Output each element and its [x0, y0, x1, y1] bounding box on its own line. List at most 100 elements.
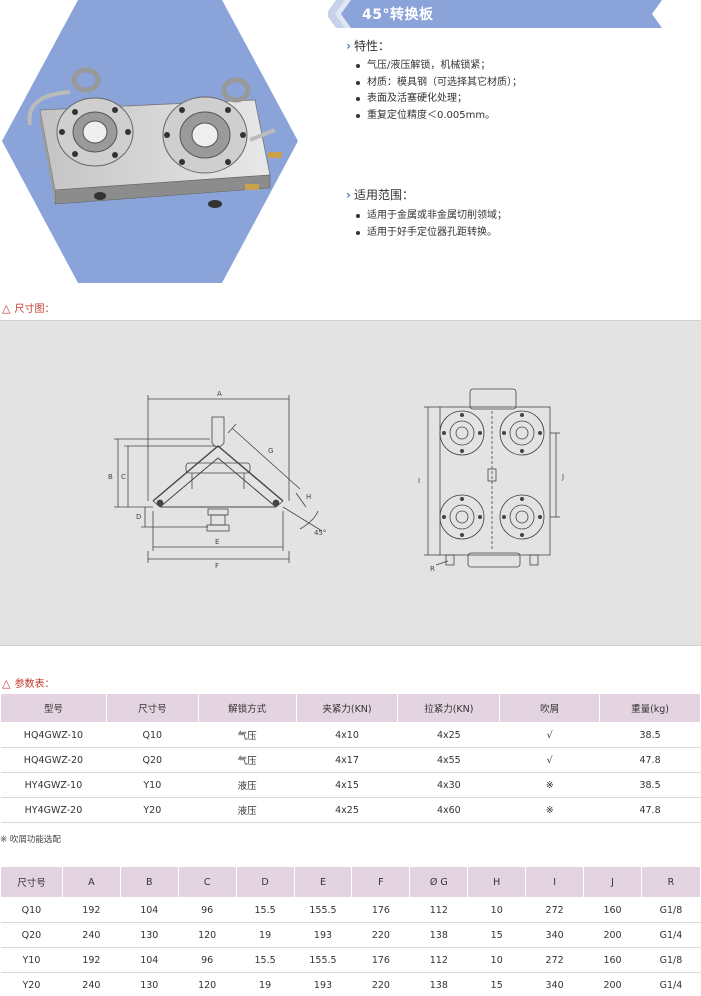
table-cell: 104 [120, 897, 179, 923]
column-header: 重量(kg) [599, 693, 701, 723]
table-cell: 155.5 [294, 947, 352, 973]
table-cell: 120 [178, 972, 237, 996]
column-header: Ø G [409, 866, 469, 898]
column-header: H [467, 866, 527, 898]
top-view: I J R [418, 388, 564, 573]
table-cell: 240 [62, 972, 121, 996]
table-cell: 160 [583, 947, 642, 973]
dimension-heading: △尺寸图： [2, 302, 55, 315]
dim-label-b: B [108, 473, 113, 481]
dim-label-r: R [430, 565, 435, 573]
list-item: 适用于金属或非金属切削领域； [355, 208, 507, 225]
table-cell: 120 [178, 922, 237, 948]
dimension-drawing: A B C [0, 320, 701, 646]
list-item: 重复定位精度＜0.005mm。 [355, 108, 522, 125]
table-cell: 192 [62, 897, 121, 923]
params-table: 型号 尺寸号 解锁方式 夹紧力(KN) 拉紧力(KN) 吹屑 重量(kg) HQ… [0, 693, 701, 823]
table-cell: 176 [351, 897, 410, 923]
table-cell: 272 [525, 947, 584, 973]
product-title: 45°转换板 [362, 7, 434, 23]
table-cell: 138 [409, 972, 468, 996]
dim-label-g: G [268, 447, 273, 455]
table-header-row: 型号 尺寸号 解锁方式 夹紧力(KN) 拉紧力(KN) 吹屑 重量(kg) [0, 693, 701, 723]
list-item: 材质：模具钢（可选择其它材质）； [355, 75, 522, 92]
dim-label-a: A [217, 390, 222, 398]
table-cell: 130 [120, 972, 179, 996]
features-list: 气压/液压解锁，机械锁紧； 材质：模具钢（可选择其它材质）； 表面及活塞硬化处理… [355, 58, 522, 124]
table-cell: 15.5 [236, 897, 295, 923]
column-header: D [235, 866, 295, 898]
table-cell: 104 [120, 947, 179, 973]
table-cell: 192 [62, 947, 121, 973]
table-cell: 10 [467, 947, 526, 973]
table-cell: G1/8 [641, 947, 701, 973]
table-cell: 19 [236, 922, 295, 948]
blow-chip-note: ※ 吹屑功能选配 [0, 835, 61, 845]
column-header: 尺寸号 [105, 693, 199, 723]
table-cell: 220 [351, 922, 410, 948]
table-cell: G1/4 [641, 922, 701, 948]
column-header: E [293, 866, 353, 898]
triangle-icon: △ [2, 677, 11, 690]
title-bar: 45°转换板 [328, 0, 662, 28]
table-cell: 130 [120, 922, 179, 948]
column-header: J [583, 866, 642, 898]
table-cell: 340 [525, 972, 584, 996]
table-cell: Q20 [0, 922, 63, 948]
table-cell: 112 [409, 947, 468, 973]
column-header: 尺寸号 [0, 866, 63, 898]
column-header: C [177, 866, 237, 898]
table-cell: 200 [583, 922, 642, 948]
dim-label-h: H [306, 493, 311, 501]
table-cell: G1/8 [641, 897, 701, 923]
dim-label-f: F [215, 562, 219, 570]
table-cell: 193 [294, 922, 352, 948]
table-cell: 340 [525, 922, 584, 948]
column-header: 吹屑 [499, 693, 601, 723]
dim-label-e: E [215, 538, 219, 546]
dim-label-j: J [561, 473, 564, 481]
hexagon-frame [2, 0, 298, 283]
table-cell: 96 [178, 947, 237, 973]
table-cell: 15.5 [236, 947, 295, 973]
column-header: 夹紧力(KN) [295, 693, 399, 723]
column-header: R [640, 866, 701, 898]
dim-label-d: D [136, 513, 141, 521]
column-header: A [61, 866, 121, 898]
table-cell: Q10 [0, 897, 63, 923]
dim-label-i: I [418, 477, 420, 485]
side-view: A B C [108, 390, 326, 570]
triangle-icon: △ [2, 302, 11, 315]
table-cell: 176 [351, 947, 410, 973]
table-cell: 19 [236, 972, 295, 996]
list-item: 适用于好手定位器孔距转换。 [355, 225, 507, 242]
table-cell: 155.5 [294, 897, 352, 923]
table-cell: 15 [467, 972, 526, 996]
list-item: 表面及活塞硬化处理； [355, 91, 522, 108]
table-cell: 240 [62, 922, 121, 948]
column-header: F [351, 866, 411, 898]
product-photo [0, 0, 300, 283]
features-heading: ›特性： [346, 39, 390, 53]
column-header: I [525, 866, 585, 898]
table-cell: 193 [294, 972, 352, 996]
chevron-right-icon: › [346, 39, 351, 53]
table-cell: 160 [583, 897, 642, 923]
column-header: 解锁方式 [197, 693, 297, 723]
table-cell: 272 [525, 897, 584, 923]
table-cell: Y10 [0, 947, 63, 973]
dim-label-angle: 45° [314, 529, 326, 537]
column-header: 拉紧力(KN) [397, 693, 501, 723]
table-cell: 10 [467, 897, 526, 923]
table-cell: 138 [409, 922, 468, 948]
table-cell: 220 [351, 972, 410, 996]
table-cell: 200 [583, 972, 642, 996]
